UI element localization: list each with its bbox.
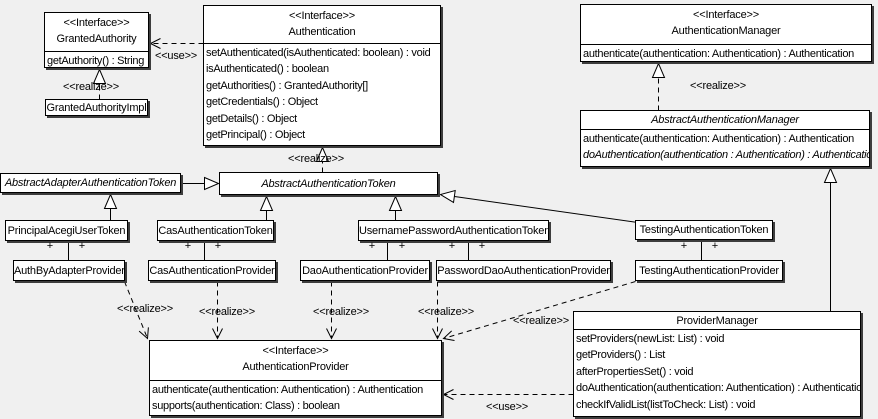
operation: afterPropertiesSet() : void — [576, 365, 694, 378]
class-name: ProviderManager — [676, 315, 758, 327]
class-cas-authentication-provider: CasAuthenticationProvider — [148, 260, 276, 281]
association-end-plus: + — [78, 240, 86, 252]
class-cas-authentication-token: CasAuthenticationToken — [157, 220, 274, 241]
operation: doAuthentication(authentication: Authent… — [576, 382, 860, 395]
class-name: GrantedAuthorityImpl — [46, 101, 147, 114]
stereotype-interface: <<Interface>> — [693, 9, 759, 21]
class-name: AbstractAdapterAuthenticationToken — [4, 177, 177, 189]
operation: authenticate(authentication: Authenticat… — [583, 133, 854, 145]
operations-compartment: setProviders(newList: List) : void getPr… — [574, 329, 860, 416]
association-end-plus: + — [46, 240, 54, 252]
association-end-plus: + — [214, 240, 222, 252]
association-end-plus: + — [448, 240, 456, 252]
class-testing-authentication-provider: TestingAuthenticationProvider — [635, 260, 783, 281]
class-name: AbstractAuthenticationManager — [651, 114, 799, 126]
operation: authenticate(authentication: Authenticat… — [152, 384, 423, 396]
class-name: AuthenticationManager — [671, 25, 781, 37]
operations-compartment: authenticate(authentication: Authenticat… — [581, 44, 871, 61]
stereotype-interface: <<Interface>> — [63, 17, 130, 29]
class-granted-authority-impl: GrantedAuthorityImpl — [45, 99, 148, 116]
use-label: <<use>> — [485, 401, 529, 413]
class-dao-authentication-provider: DaoAuthenticationProvider — [300, 260, 430, 281]
class-authentication-provider: <<Interface>> AuthenticationProvider aut… — [149, 340, 442, 416]
class-auth-by-adapter-provider: AuthByAdapterProvider — [13, 260, 125, 281]
operation: supports(authentication: Class) : boolea… — [152, 400, 340, 413]
association-end-plus: + — [398, 240, 406, 252]
class-authentication: <<Interface>> Authentication setAuthenti… — [203, 5, 441, 146]
association-end-plus: + — [478, 240, 486, 252]
operation: getDetails() : Object — [206, 112, 297, 125]
realize-label: <<realize>> — [690, 80, 746, 92]
class-name: DaoAuthenticationProvider — [302, 264, 428, 277]
class-name: UsernamePasswordAuthenticationToken — [359, 224, 548, 237]
class-abstract-authentication-token: AbstractAuthenticationToken — [219, 172, 438, 195]
class-name: TestingAuthenticationToken — [639, 224, 769, 236]
realize-label: <<realize>> — [117, 303, 173, 315]
realize-label: <<realize>> — [418, 306, 474, 318]
operation: isAuthenticated() : boolean — [206, 63, 329, 76]
class-title: <<Interface>> Authentication — [204, 6, 440, 43]
realize-label: <<realize>> — [63, 81, 119, 93]
operation: getProviders() : List — [576, 349, 666, 362]
association-end-plus: + — [184, 240, 192, 252]
operation: checkIfValidList(listToCheck: List) : vo… — [576, 398, 756, 411]
stereotype-interface: <<Interface>> — [289, 10, 355, 22]
operation: authenticate(authentication: Authenticat… — [583, 48, 854, 60]
realize-label: <<realize>> — [199, 306, 255, 318]
operation: getPrincipal() : Object — [206, 129, 305, 142]
realize-label: <<realize>> — [313, 306, 369, 318]
class-abstract-authentication-manager: AbstractAuthenticationManager authentica… — [580, 110, 870, 167]
class-abstract-adapter-authentication-token: AbstractAdapterAuthenticationToken — [0, 173, 181, 193]
class-name: AuthByAdapterProvider — [14, 264, 124, 277]
class-name: TestingAuthenticationProvider — [639, 264, 779, 277]
class-name: PrincipalAcegiUserToken — [7, 224, 126, 237]
operation: getAuthority() : String — [47, 55, 145, 67]
class-name: CasAuthenticationProvider — [149, 264, 275, 277]
class-password-dao-authentication-provider: PasswordDaoAuthenticationProvider — [436, 260, 611, 281]
operations-compartment: setAuthenticated(isAuthenticated: boolea… — [204, 43, 440, 145]
operation: getAuthorities() : GrantedAuthority[] — [206, 79, 368, 92]
association-end-plus: + — [711, 240, 719, 252]
association-end-plus: + — [368, 240, 376, 252]
edge-realize-authbyadapterprovider-authenticationprovider — [124, 281, 149, 340]
class-title: <<Interface>> AuthenticationManager — [581, 5, 871, 44]
class-username-password-authentication-token: UsernamePasswordAuthenticationToken — [358, 220, 549, 241]
operations-compartment: getAuthority() : String — [45, 51, 148, 67]
realize-label: <<realize>> — [288, 153, 344, 165]
operation-abstract: doAuthentication(authentication : Authen… — [583, 149, 869, 162]
class-name: PasswordDaoAuthenticationProvider — [437, 264, 610, 277]
use-label: <<use>> — [154, 50, 198, 62]
class-testing-authentication-token: TestingAuthenticationToken — [635, 220, 773, 240]
class-authentication-manager: <<Interface>> AuthenticationManager auth… — [580, 4, 872, 62]
class-name: GrantedAuthority — [56, 33, 137, 45]
class-name: AbstractAuthenticationToken — [261, 177, 396, 190]
stereotype-interface: <<Interface>> — [262, 345, 329, 357]
class-name: CasAuthenticationToken — [158, 224, 273, 237]
class-title: <<Interface>> AuthenticationProvider — [150, 341, 441, 380]
operation: getCredentials() : Object — [206, 96, 318, 109]
class-title: ProviderManager — [574, 312, 860, 329]
class-title: <<Interface>> GrantedAuthority — [45, 13, 148, 51]
operations-compartment: authenticate(authentication: Authenticat… — [150, 380, 441, 415]
class-title: AbstractAuthenticationManager — [581, 111, 869, 129]
operations-compartment: authenticate(authentication: Authenticat… — [581, 129, 869, 166]
edge-realize-testingprovider-authenticationprovider — [442, 281, 636, 341]
class-name: AuthenticationProvider — [242, 361, 349, 373]
edge-gen-testingtoken-abstracttoken — [441, 195, 638, 223]
operation: setAuthenticated(isAuthenticated: boolea… — [206, 47, 431, 59]
class-name: Authentication — [288, 26, 356, 38]
class-granted-authority: <<Interface>> GrantedAuthority getAuthor… — [44, 12, 149, 68]
operation: setProviders(newList: List) : void — [576, 333, 725, 345]
class-principal-acegi-user-token: PrincipalAcegiUserToken — [5, 220, 128, 241]
class-provider-manager: ProviderManager setProviders(newList: Li… — [573, 311, 861, 417]
realize-label: <<realize>> — [513, 315, 569, 327]
association-end-plus: + — [680, 240, 688, 252]
